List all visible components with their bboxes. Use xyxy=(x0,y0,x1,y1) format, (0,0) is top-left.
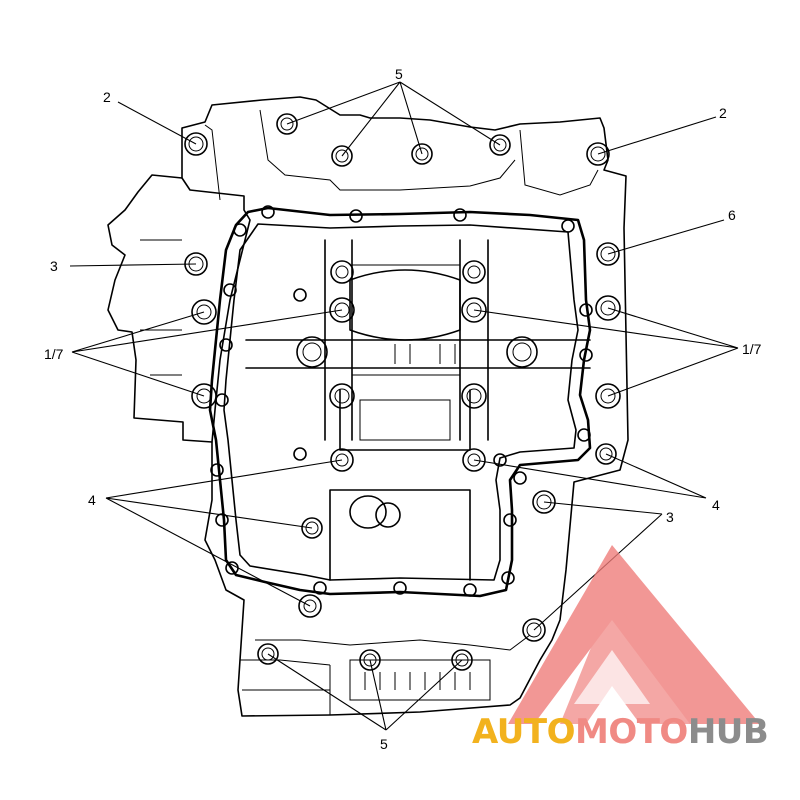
gasket-outline xyxy=(208,206,592,598)
leader-lines xyxy=(69,81,739,731)
bolts xyxy=(184,113,621,671)
watermark-logo xyxy=(508,545,760,724)
watermark-auto: AUTO xyxy=(472,712,575,752)
callout-left-4: 4 xyxy=(88,492,96,508)
gasket-holes xyxy=(210,205,593,597)
crankcase-body xyxy=(107,96,629,717)
callout-right-2: 2 xyxy=(719,105,727,121)
callout-labels: 5 2 2 6 3 1/7 1/7 4 4 3 5 xyxy=(44,66,762,752)
callout-right-4: 4 xyxy=(712,497,720,513)
callout-left-3: 3 xyxy=(50,258,58,274)
callout-left-2: 2 xyxy=(103,89,111,105)
bearing-area xyxy=(245,239,591,581)
callout-top-5: 5 xyxy=(395,66,403,82)
callout-right-6: 6 xyxy=(728,207,736,223)
callout-left-1-7: 1/7 xyxy=(44,346,64,362)
watermark-moto: MOTO xyxy=(574,712,688,752)
watermark-hub: HUB xyxy=(687,712,769,752)
callout-right-1-7: 1/7 xyxy=(742,341,762,357)
callout-bottom-5: 5 xyxy=(380,736,388,752)
callout-right-3: 3 xyxy=(666,509,674,525)
bolt-heads xyxy=(184,113,621,671)
watermark-text: AUTOMOTOHUB xyxy=(472,712,769,752)
